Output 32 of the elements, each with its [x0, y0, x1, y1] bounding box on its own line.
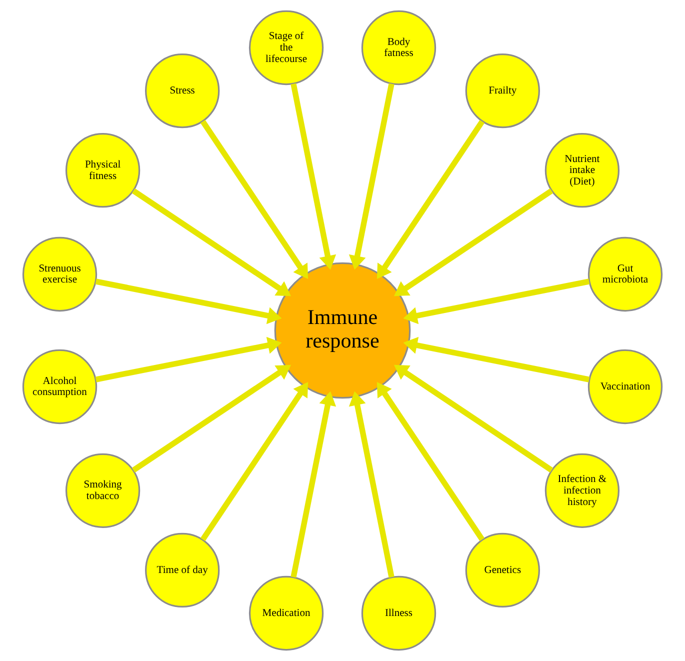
node-circle: Alcohol consumption [22, 349, 98, 424]
arrow [376, 120, 485, 279]
arrow [200, 382, 308, 542]
arrow [376, 382, 485, 542]
arrow [290, 83, 336, 270]
node-circle: Vaccination [588, 349, 663, 424]
node-circle: Smoking tobacco [65, 453, 140, 528]
arrow [348, 83, 394, 270]
arrow [403, 336, 590, 382]
node-circle: Strenuous exercise [22, 236, 98, 312]
node-circle: Stress [145, 53, 220, 128]
node-circle: Infection & infection history [544, 453, 620, 528]
arrow [132, 188, 291, 296]
arrow [394, 364, 554, 473]
node-circle: Medication [248, 576, 324, 651]
node-circle: Frailty [465, 53, 540, 128]
arrow [290, 391, 336, 578]
node-circle: Illness [361, 576, 436, 651]
node-circle: Genetics [465, 532, 540, 608]
node-circle: Gut microbiota [588, 236, 663, 312]
arrow [132, 364, 291, 473]
node-circle: Nutrient intake (Diet) [544, 133, 620, 208]
arrow [95, 336, 282, 382]
arrow [403, 278, 590, 324]
node-circle: Stage of the lifecourse [248, 10, 324, 86]
arrow [348, 391, 394, 578]
arrow [95, 278, 282, 324]
arrow [200, 120, 308, 279]
node-circle: Physical fitness [65, 133, 140, 208]
node-circle: Body fatness [361, 10, 436, 86]
arrow [394, 188, 554, 296]
node-circle: Time of day [145, 532, 220, 608]
